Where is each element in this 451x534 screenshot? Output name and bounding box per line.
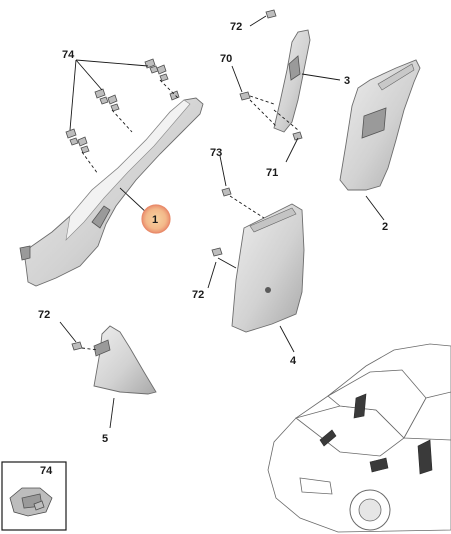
callout-74-inset: 74: [40, 465, 53, 477]
callout-71: 71: [266, 167, 278, 179]
callout-3: 3: [344, 75, 350, 87]
b-pillar-lower-trim-part: [211, 187, 305, 333]
callout-4: 4: [290, 355, 297, 367]
callout-72-left: 72: [38, 309, 50, 321]
callout-74-top: 74: [62, 49, 75, 61]
retaining-clips-74: [65, 58, 180, 154]
callout-70: 70: [220, 53, 232, 65]
callout-73: 73: [210, 147, 222, 159]
b-pillar-upper-trim-part: [239, 9, 311, 141]
highlighted-callout-1: 1: [141, 204, 171, 234]
callout-2: 2: [382, 221, 388, 233]
callout-1: 1: [152, 214, 158, 226]
b-pillar-trim-part: [339, 59, 421, 191]
van-locator-illustration: [267, 343, 451, 533]
lower-front-trim-part: [71, 325, 157, 395]
callout-72-mid: 72: [192, 289, 204, 301]
callout-72-top: 72: [230, 21, 242, 33]
a-pillar-trim-part: [19, 97, 204, 287]
callout-5: 5: [102, 433, 108, 445]
inset-clip-74: 74: [1, 461, 67, 531]
